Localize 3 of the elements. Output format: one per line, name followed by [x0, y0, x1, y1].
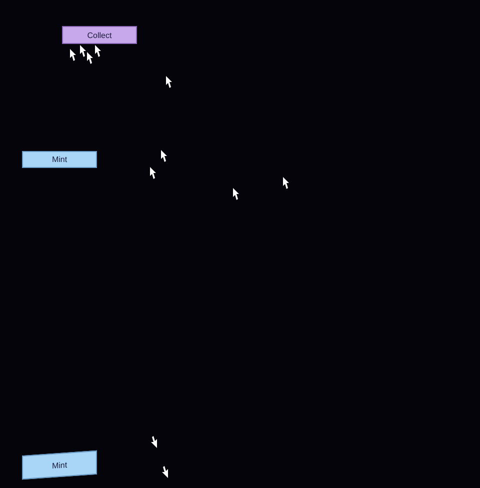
label-box: Mint	[22, 151, 97, 168]
label-box: Collect	[62, 26, 137, 44]
label-box: Mint	[22, 450, 97, 480]
